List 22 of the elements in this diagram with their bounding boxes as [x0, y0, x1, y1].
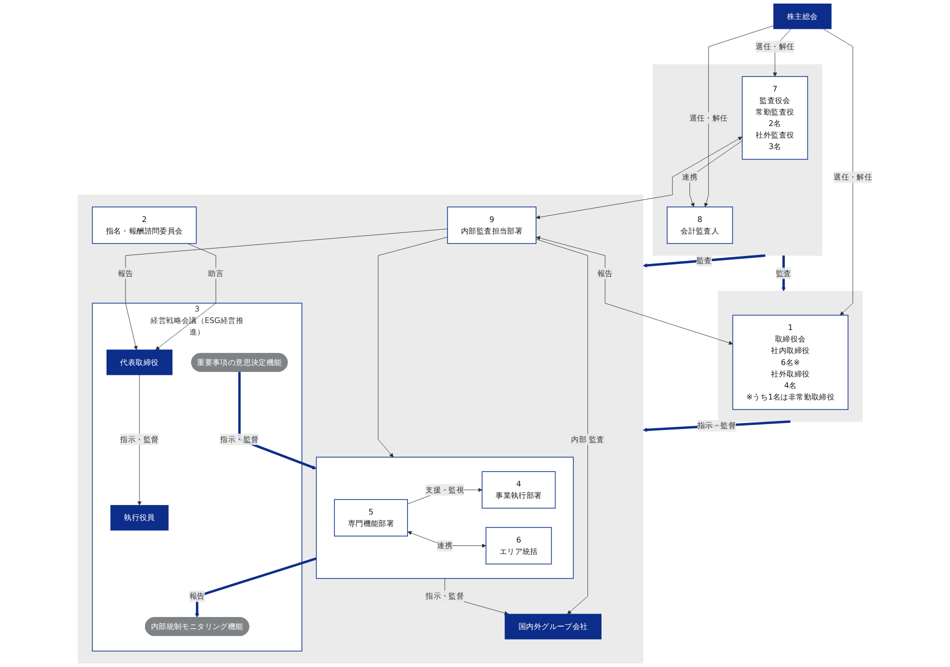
arrow [195, 557, 317, 618]
arrow [642, 254, 766, 268]
node-box [482, 471, 556, 509]
node-box [773, 4, 832, 30]
arrow [642, 420, 790, 432]
node-box [92, 206, 197, 244]
node-box [732, 314, 848, 410]
cluster [718, 290, 863, 422]
node-box [742, 76, 808, 160]
node-box [486, 527, 552, 564]
cluster [92, 302, 302, 652]
cluster [652, 64, 822, 256]
node-box [504, 614, 602, 640]
cluster [78, 194, 644, 664]
arrow [238, 372, 317, 470]
node-box [666, 206, 733, 244]
node-box [447, 206, 536, 244]
node-box [334, 499, 408, 536]
node-box [110, 505, 169, 531]
node-box [106, 350, 172, 376]
arrow [782, 256, 786, 292]
cluster [316, 456, 574, 579]
